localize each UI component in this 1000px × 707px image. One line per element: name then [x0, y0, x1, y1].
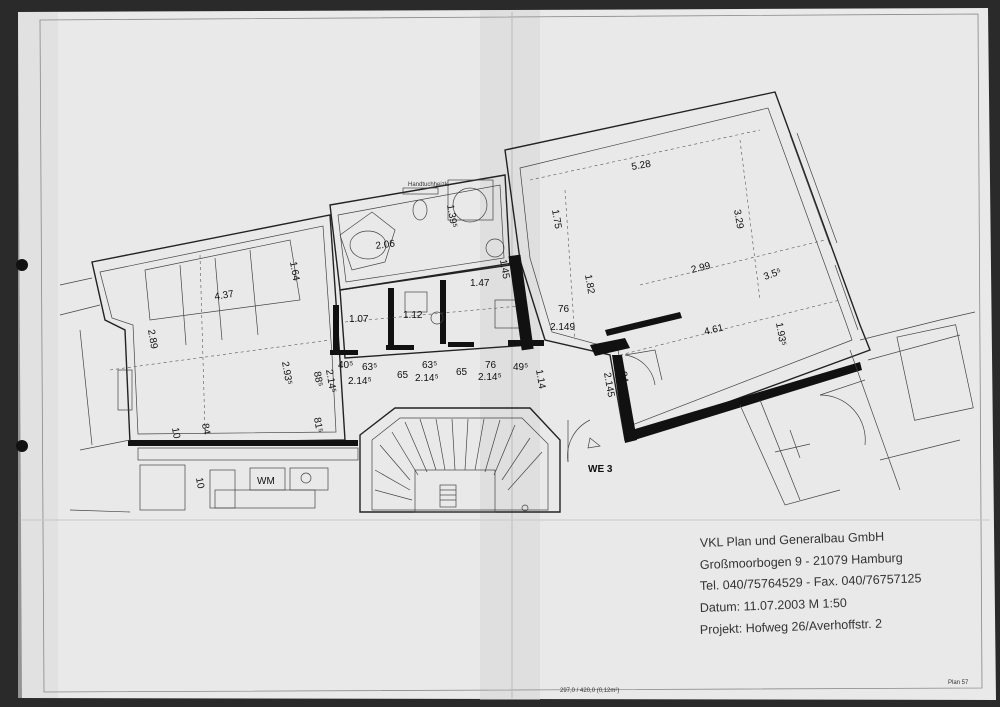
- dim-214e: 2.14⁵: [323, 369, 338, 394]
- dim-528: 5.28: [631, 159, 653, 173]
- dim-329: 3.29: [731, 209, 745, 231]
- dim-164: 1.64: [287, 261, 301, 283]
- unit-label: WE 3: [588, 464, 613, 475]
- lower-left-area: [59, 277, 329, 513]
- dim-107: 1.07: [349, 314, 369, 325]
- left-room-walls: [91, 214, 359, 461]
- dim-461: 4.61: [703, 322, 725, 337]
- dim-815: 81⁵: [311, 417, 324, 434]
- project-name: Projekt: Hofweg 26/Averhoffstr. 2: [700, 617, 883, 637]
- company-name: VKL Plan und Generalbau GmbH: [700, 530, 885, 550]
- dim-293: 2.93⁵: [279, 361, 294, 386]
- dim-147: 1.47: [470, 278, 490, 289]
- dim-65b: 65: [456, 367, 468, 378]
- dim-405: 40⁵: [338, 360, 353, 371]
- dim-193: 1.93⁵: [773, 322, 788, 347]
- paper-shadow-left: [18, 12, 58, 698]
- dim-214b: 2.14⁵: [415, 373, 439, 384]
- dim-84a: 84: [617, 371, 630, 384]
- bath-note: Handtuchheizk.: [408, 182, 450, 188]
- dim-175: 1.75: [549, 209, 563, 231]
- entrance: [567, 419, 601, 463]
- dim-112: 1.12: [403, 310, 423, 321]
- dim-65a: 65: [397, 370, 409, 381]
- dim-114: 1.14: [533, 369, 547, 391]
- dim-214c: 2.14⁵: [478, 372, 502, 383]
- punch-hole-top: [16, 259, 28, 271]
- dim-10a: 10: [169, 427, 182, 440]
- dim-76a: 76: [558, 304, 570, 315]
- drawing-frame: [39, 13, 983, 693]
- dim-84b: 84: [199, 423, 212, 436]
- punch-hole-bottom: [16, 440, 28, 452]
- bottom-stamp: 297,0 / 420,0 (0,12m²): [560, 688, 619, 694]
- dim-206: 2.06: [375, 238, 396, 252]
- dim-885: 88⁵: [311, 371, 324, 388]
- dim-145: 1.45: [497, 259, 511, 281]
- corner-note: Plan 57: [948, 680, 969, 686]
- dim-10b: 10: [193, 477, 206, 490]
- dimension-labels: 5.28 3.29 1.75 1.82 2.99 3.5⁵ 4.61 1.93⁵…: [145, 159, 788, 490]
- dim-635a: 63⁵: [362, 362, 377, 373]
- dim-76b: 76: [485, 360, 497, 371]
- paper-fold-shade: [480, 10, 540, 700]
- dim-437: 4.37: [214, 289, 236, 303]
- dim-139: 1.39⁵: [444, 204, 459, 229]
- right-living-room: [504, 91, 871, 443]
- dim-2145: 2.145: [601, 372, 616, 399]
- staircase: [359, 407, 561, 513]
- wm-label: WM: [257, 476, 275, 487]
- dim-495: 49⁵: [513, 362, 528, 373]
- dim-299: 2.99: [690, 260, 712, 275]
- dim-2149: 2.149: [550, 322, 575, 333]
- dim-635b: 63⁵: [422, 360, 437, 371]
- dim-214a: 2.14⁵: [348, 376, 372, 387]
- dim-289: 2.89: [145, 329, 159, 351]
- neighbor-structure: [739, 311, 976, 506]
- dim-182: 1.82: [582, 274, 596, 296]
- drawing-date-scale: Datum: 11.07.2003 M 1:50: [700, 596, 848, 615]
